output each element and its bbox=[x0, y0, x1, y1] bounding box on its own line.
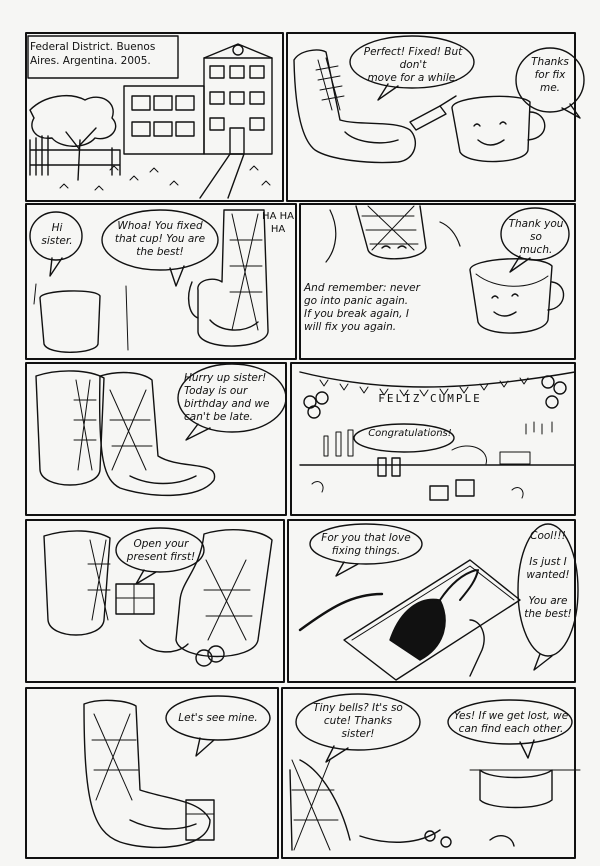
balloon-p10-2-text: Yes! If we get lost, we can find each ot… bbox=[453, 710, 569, 735]
panel-3-frame bbox=[25, 203, 297, 360]
balloon-p9-1-text: Let's see mine. bbox=[178, 712, 258, 724]
fence bbox=[29, 135, 121, 176]
cup-p4 bbox=[469, 258, 553, 334]
gift-box bbox=[343, 559, 521, 681]
balloon-p7-1 bbox=[115, 527, 205, 573]
panel-2-frame bbox=[286, 32, 576, 202]
balloon-p9-1 bbox=[165, 695, 271, 741]
bottles bbox=[323, 429, 354, 457]
grass bbox=[59, 165, 271, 191]
boot-sister bbox=[293, 49, 417, 164]
balloon-p3-1 bbox=[29, 211, 83, 261]
cup-face bbox=[473, 121, 507, 146]
present-box bbox=[115, 583, 155, 615]
balloon-p3-2 bbox=[101, 209, 219, 271]
garland-string bbox=[299, 371, 576, 388]
laugh-sfx: HA HA HA bbox=[262, 211, 294, 235]
panel-9-art bbox=[83, 695, 271, 849]
music-notes bbox=[525, 421, 553, 435]
balloon-p8-2-text: Cool!!! Is just I wanted! You are the be… bbox=[524, 530, 572, 620]
panel-9-frame bbox=[25, 687, 279, 859]
tree-trunk bbox=[65, 127, 97, 181]
panel-1-art bbox=[27, 35, 273, 199]
balloon-p2-1-text: Perfect! Fixed! But don't move for a whi… bbox=[363, 46, 463, 84]
panel-7-frame bbox=[25, 519, 285, 683]
panel-5-art bbox=[35, 363, 287, 497]
boot-p5-left bbox=[35, 370, 105, 486]
balloon-p10-1-text: Tiny bells? It's so cute! Thanks sister! bbox=[313, 702, 403, 740]
glue-tube bbox=[409, 105, 447, 131]
cup-p10 bbox=[479, 769, 553, 809]
birthday-banner: FELIZ CUMPLE bbox=[378, 392, 482, 405]
balloon-p4-2-text: And remember: never go into panic again.… bbox=[304, 282, 420, 333]
garland-flags bbox=[319, 377, 529, 397]
balloon-p3-1-text: Hi sister. bbox=[41, 222, 73, 247]
boot-laces bbox=[315, 57, 345, 111]
balloon-p2-1 bbox=[349, 35, 475, 89]
boot-p5-right bbox=[98, 371, 216, 497]
panel-10-frame bbox=[281, 687, 576, 859]
panel-8-frame bbox=[287, 519, 576, 683]
balloon-p10-1 bbox=[295, 693, 421, 751]
location-caption: Federal District. Buenos Aires. Argentin… bbox=[30, 41, 156, 67]
balloon-p4-1-text: Thank you so much. bbox=[508, 218, 564, 256]
panel-6-frame bbox=[290, 362, 576, 516]
panel-1-frame bbox=[25, 32, 284, 202]
boot-smile bbox=[344, 131, 399, 144]
building-roof bbox=[203, 43, 273, 59]
cup bbox=[451, 95, 531, 163]
boot-p3 bbox=[197, 209, 269, 347]
balloon-p5-1 bbox=[177, 363, 287, 433]
balloon-p8-1-text: For you that love fixing things. bbox=[321, 532, 411, 557]
balloon-p7-1-text: Open your present first! bbox=[126, 538, 196, 563]
cup-handle bbox=[527, 111, 546, 141]
panel-4-frame bbox=[299, 203, 576, 360]
panel-10-art bbox=[289, 693, 581, 851]
boot-p3-smile bbox=[209, 319, 259, 331]
boot-p7-right bbox=[175, 529, 273, 658]
balloon-p6-1 bbox=[353, 423, 455, 453]
balloon-p8-1 bbox=[309, 523, 423, 565]
panel-7-art bbox=[43, 527, 273, 667]
panel-4-art bbox=[325, 205, 570, 334]
boot-p9 bbox=[83, 699, 211, 849]
panel-8-art bbox=[298, 523, 579, 681]
balloon-p3-2-text: Whoa! You fixed that cup! You are the be… bbox=[114, 220, 206, 258]
boot-p3-laces bbox=[229, 213, 263, 331]
caption-box bbox=[27, 35, 179, 79]
cable bbox=[298, 592, 384, 632]
balloon-p5-1-text: Hurry up sister! Today is our birthday a… bbox=[184, 372, 270, 423]
pliers-jaws bbox=[439, 569, 479, 601]
panel-5-frame bbox=[25, 362, 287, 516]
walkway bbox=[199, 153, 245, 199]
small-gift bbox=[185, 799, 215, 841]
balloon-p6-1-text: Congratulations! bbox=[368, 428, 452, 439]
panel-2-art bbox=[293, 35, 585, 164]
small-boots bbox=[377, 457, 401, 477]
building-door bbox=[229, 127, 245, 155]
balloon-p10-2 bbox=[447, 699, 573, 745]
cup-p3 bbox=[39, 290, 101, 353]
balloon-p2-2 bbox=[515, 47, 585, 113]
building-main bbox=[203, 57, 273, 155]
boot-p7-left bbox=[43, 530, 111, 636]
panel-3-art bbox=[29, 209, 269, 353]
balloon-p2-2-text: Thanks for fix me. bbox=[531, 56, 569, 94]
pliers-handle bbox=[389, 598, 446, 661]
panel-6-art bbox=[299, 371, 576, 501]
tree-canopy bbox=[29, 94, 117, 147]
panel-frames bbox=[25, 32, 576, 859]
boot-p4 bbox=[355, 205, 427, 260]
balloon-p8-2 bbox=[517, 523, 579, 657]
